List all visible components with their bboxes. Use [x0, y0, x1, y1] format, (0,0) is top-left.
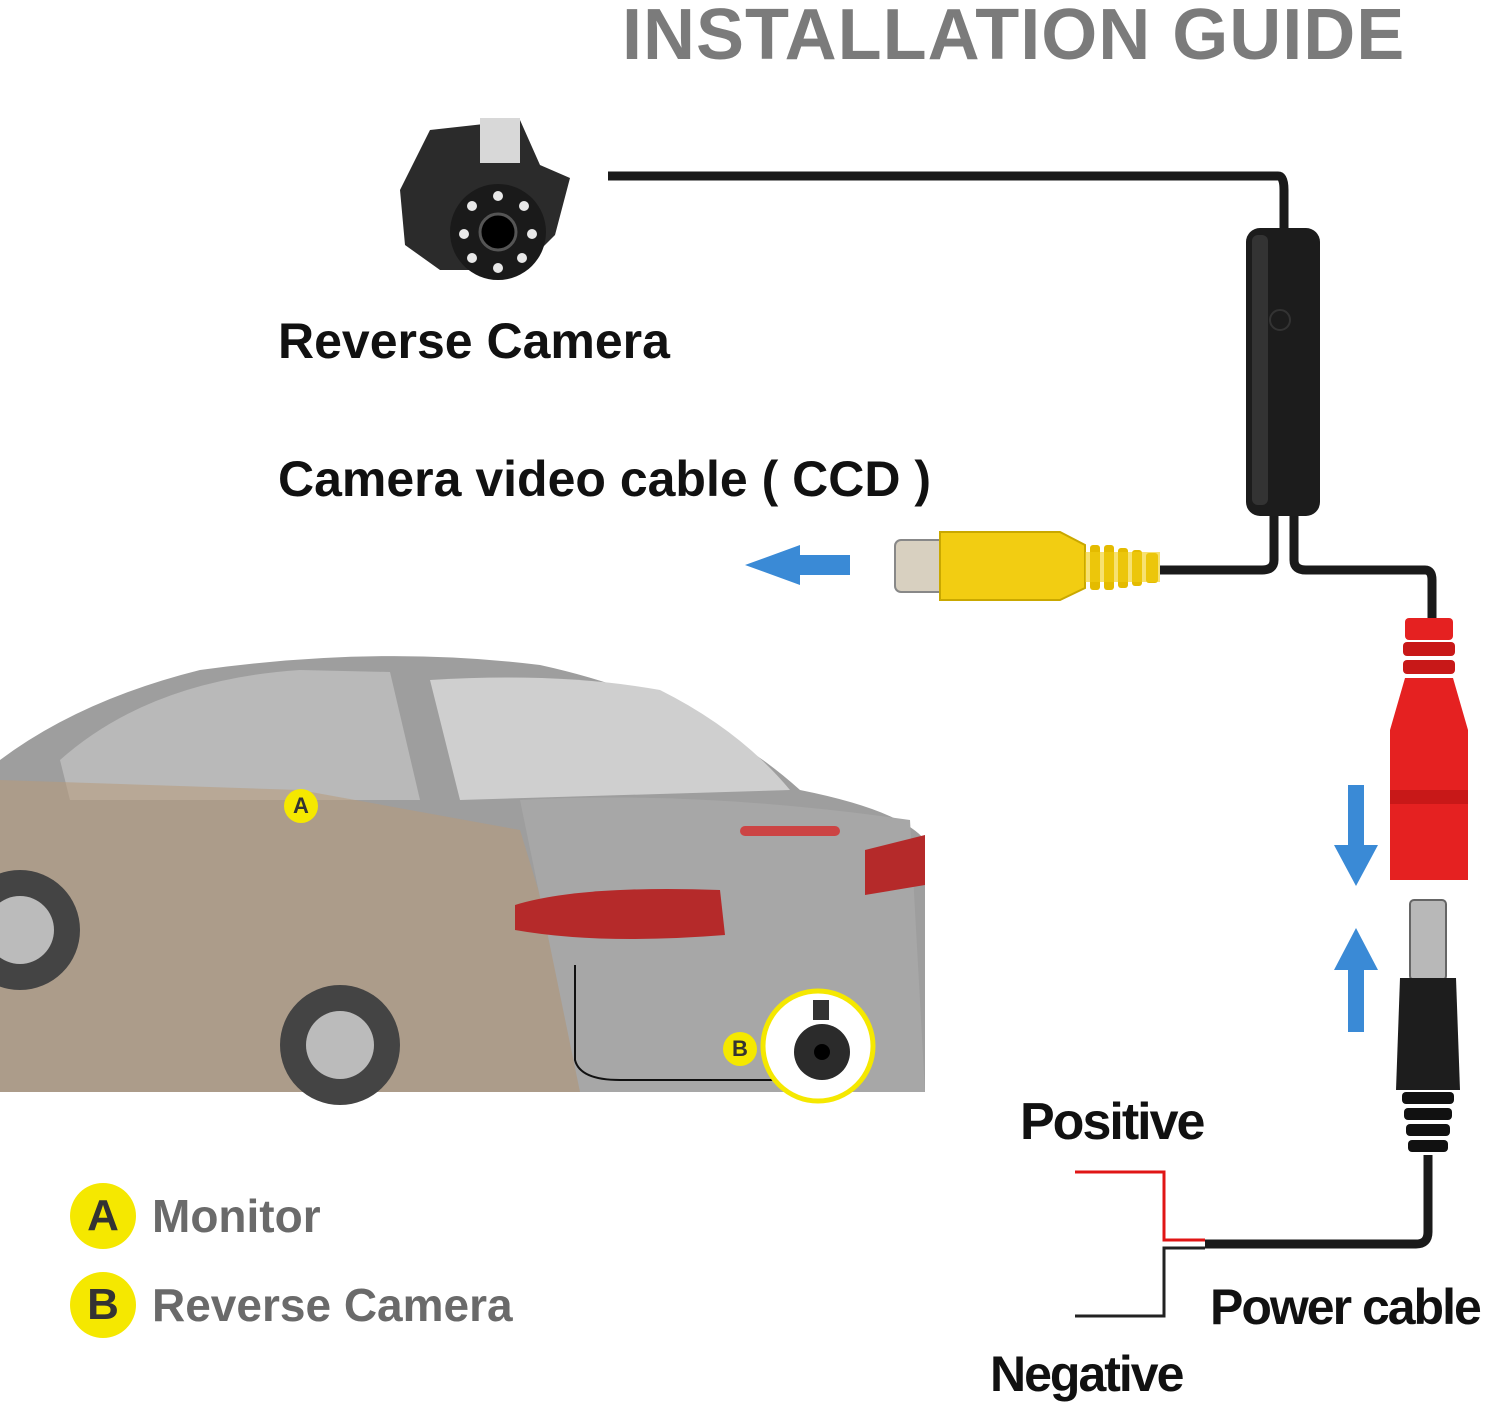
camera-cable: [608, 171, 1437, 620]
power-cable-label: Power cable: [1210, 1279, 1482, 1335]
rca-connector: [894, 531, 1160, 601]
legend-badge: B: [70, 1272, 136, 1338]
dc-female-connector: [1390, 618, 1468, 880]
car-illustration: [0, 656, 925, 1105]
reverse-camera-label: Reverse Camera: [278, 313, 670, 369]
legend-item-reverse-camera: B Reverse Camera: [70, 1272, 513, 1338]
video-cable-label: Camera video cable ( CCD ): [278, 451, 931, 507]
dc-male-connector: [1205, 899, 1460, 1249]
car-marker-a: A: [284, 789, 318, 823]
arrow-up-icon: [1334, 928, 1378, 1032]
positive-label: Positive: [1020, 1093, 1205, 1151]
negative-wire: [1075, 1246, 1205, 1318]
reverse-camera-image: [400, 118, 570, 280]
car-marker-b: B: [723, 1032, 757, 1066]
arrow-down-icon: [1334, 785, 1378, 886]
junction-box: [1246, 228, 1320, 516]
positive-wire: [1075, 1170, 1205, 1242]
negative-label: Negative: [990, 1346, 1184, 1402]
arrow-left-icon: [745, 545, 850, 585]
legend-item-monitor: A Monitor: [70, 1183, 321, 1249]
page-title: INSTALLATION GUIDE: [622, 0, 1406, 75]
legend-badge: A: [70, 1183, 136, 1249]
legend-label: Monitor: [152, 1190, 321, 1242]
legend-label: Reverse Camera: [152, 1279, 513, 1331]
